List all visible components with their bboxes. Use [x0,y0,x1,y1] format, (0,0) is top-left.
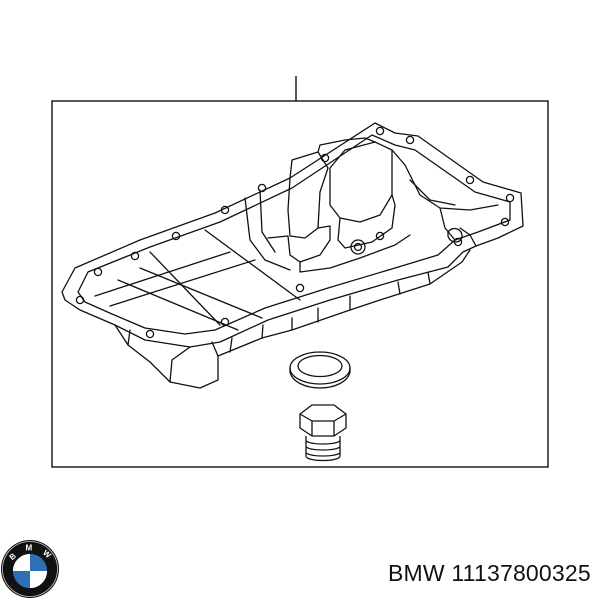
diagram-frame [51,100,549,468]
svg-text:M: M [26,544,33,553]
oil-pan-icon [61,122,524,389]
svg-text:B: B [8,551,18,562]
bmw-roundel-icon: B M W [1,540,59,598]
drain-plug-gasket-icon [289,351,351,389]
drain-plug-icon [299,404,347,462]
svg-text:W: W [41,548,53,560]
part-number-label: BMW 11137800325 [388,560,591,586]
